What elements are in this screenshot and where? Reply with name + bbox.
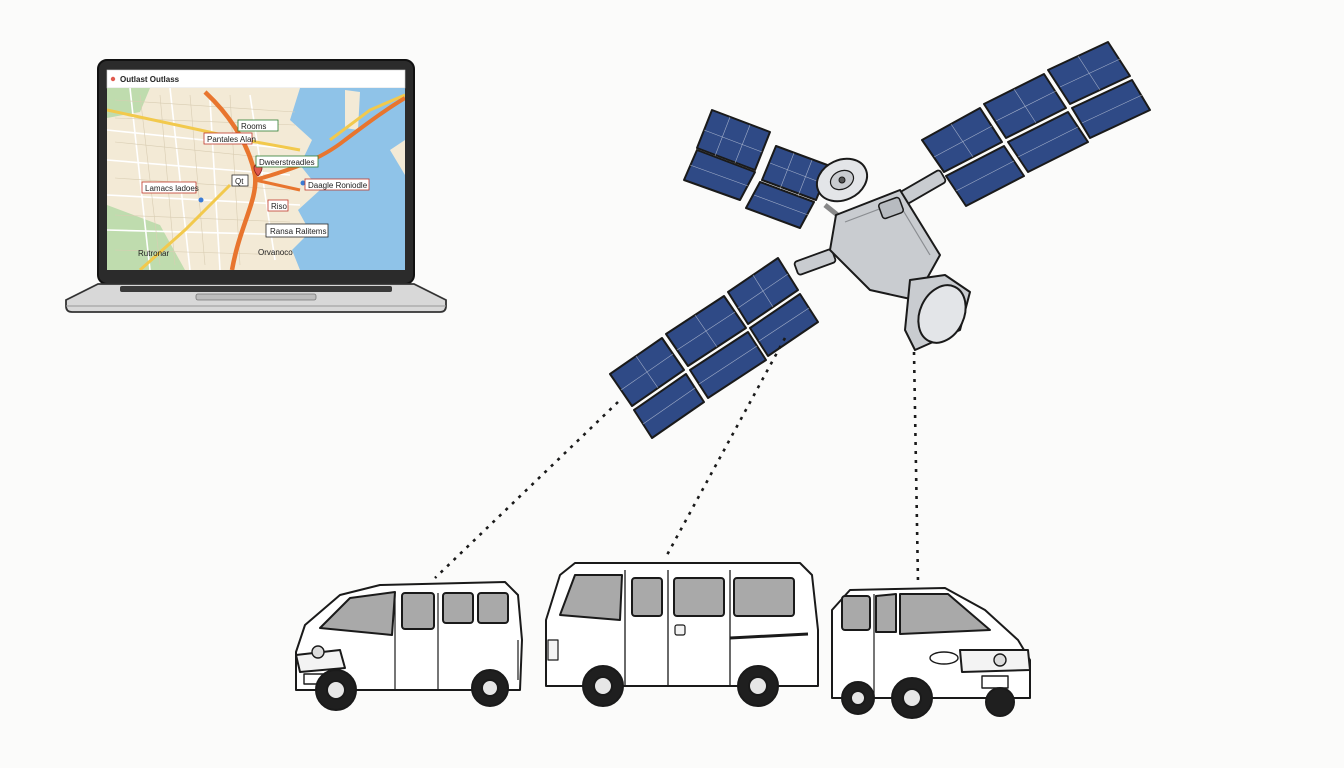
signal-line — [912, 351, 920, 583]
map-label-box[interactable] — [231, 174, 249, 187]
highway-route — [254, 178, 301, 192]
map-label: Qt — [235, 177, 244, 186]
highway-route — [254, 96, 405, 182]
window-close-icon[interactable] — [110, 76, 116, 82]
satellite — [609, 41, 1151, 439]
solar-panel-upper-right — [921, 41, 1151, 207]
signal-links — [434, 337, 920, 583]
map-label-box[interactable] — [237, 119, 279, 132]
map-label-box[interactable] — [265, 223, 329, 238]
yellow-road — [329, 93, 405, 142]
laptop-keyboard — [120, 286, 392, 292]
yellow-road — [139, 183, 232, 270]
marker-icon[interactable] — [198, 197, 204, 203]
vehicle-box-van[interactable] — [545, 562, 819, 707]
satellite-strut — [793, 248, 837, 276]
solar-panel-upper-left — [683, 109, 831, 229]
map-labels: Rooms Pantales Alan Dweerstreadles Daagl… — [138, 119, 370, 258]
map-label: Dweerstreadles — [259, 158, 315, 167]
map-label-box[interactable] — [267, 199, 289, 212]
laptop: Outlast Outlass — [65, 59, 447, 313]
vehicle-minivan[interactable] — [295, 581, 523, 711]
map-label: Lamacs ladoes — [145, 184, 199, 193]
laptop-trackpad[interactable] — [195, 293, 317, 301]
map-label-box[interactable] — [255, 155, 319, 168]
park-area — [107, 88, 150, 118]
map-label: Ransa Ralitems — [270, 227, 326, 236]
window-title: Outlast Outlass — [120, 75, 180, 84]
highway-route — [203, 90, 258, 270]
map-label-box[interactable] — [304, 178, 370, 191]
map-label: Riso — [271, 202, 288, 211]
map-label-box[interactable] — [141, 181, 197, 194]
marker-icon[interactable] — [300, 180, 306, 186]
map-label-box[interactable] — [203, 132, 253, 145]
signal-line — [434, 401, 619, 579]
solar-panel-lower-left — [609, 257, 819, 439]
map-label: Rutronar — [138, 249, 169, 258]
map-label: Daagle Roniodle — [308, 181, 368, 190]
map-label: Rooms — [241, 122, 266, 131]
map-label: Orvanoco — [258, 248, 293, 257]
map-label: Pantales Alan — [207, 135, 256, 144]
vehicle-compact-mpv[interactable] — [831, 587, 1031, 719]
